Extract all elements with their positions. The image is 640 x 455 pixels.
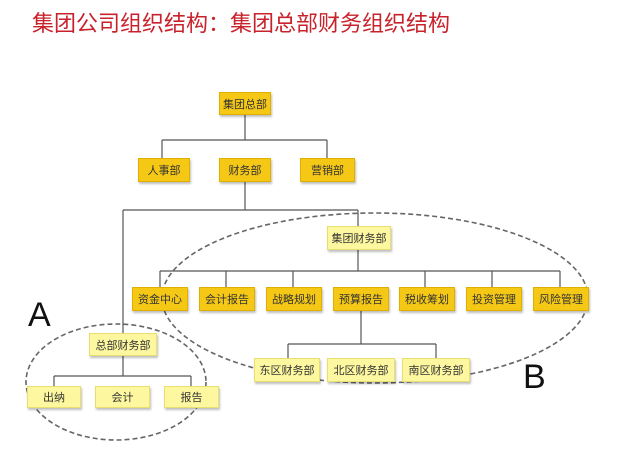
- node-fund-center: 资金中心: [132, 287, 188, 311]
- label-b: B: [523, 358, 546, 396]
- node-north-finance: 北区财务部: [327, 358, 395, 382]
- node-hr: 人事部: [138, 158, 190, 182]
- node-hq: 集团总部: [219, 92, 271, 115]
- node-cashier: 出纳: [27, 386, 81, 408]
- node-risk-mgmt: 风险管理: [533, 287, 589, 311]
- node-marketing: 营销部: [300, 158, 355, 182]
- node-group-finance: 集团财务部: [327, 226, 391, 250]
- node-south-finance: 南区财务部: [402, 358, 470, 382]
- page-title: 集团公司组织结构：集团总部财务组织结构: [32, 12, 451, 37]
- label-a: A: [28, 296, 51, 334]
- node-tax-planning: 税收筹划: [399, 287, 455, 311]
- node-budget-report: 预算报告: [333, 287, 389, 311]
- node-report: 报告: [164, 386, 219, 408]
- node-strategy-planning: 战略规划: [266, 287, 322, 311]
- node-investment-mgmt: 投资管理: [466, 287, 522, 311]
- node-finance: 财务部: [219, 158, 271, 182]
- node-accounting-report: 会计报告: [199, 287, 255, 311]
- dashed-ellipse-a: [25, 323, 207, 441]
- node-east-finance: 东区财务部: [254, 358, 320, 382]
- node-accounting: 会计: [95, 386, 150, 408]
- node-hq-finance: 总部财务部: [89, 333, 157, 356]
